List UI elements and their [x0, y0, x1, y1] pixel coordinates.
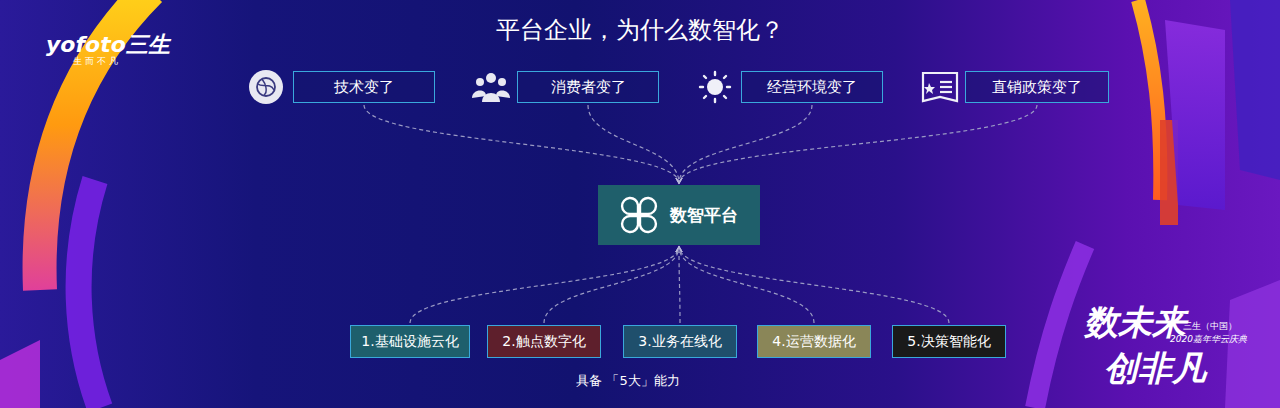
box-label: 直销政策变了	[992, 78, 1082, 97]
box-label: 数智平台	[670, 204, 738, 227]
title: 平台企业，为什么数智化？	[496, 14, 784, 46]
dashed-connector	[679, 247, 949, 323]
blue-bar	[1230, 0, 1280, 180]
dashed-connector	[679, 105, 1037, 183]
platform-box: 数智平台	[598, 185, 760, 245]
box-label: 4.运营数据化	[772, 333, 855, 351]
dashed-connector	[679, 247, 814, 323]
box-label: 5.决策智能化	[907, 333, 990, 351]
change-box: 经营环境变了	[741, 71, 883, 103]
orange-bar	[1138, 0, 1160, 200]
box-label: 3.业务在线化	[638, 333, 721, 351]
box-label: 2.触点数字化	[502, 333, 585, 351]
people-icon	[472, 73, 510, 102]
dashed-connector	[544, 247, 679, 323]
purple-arc-right	[1035, 245, 1085, 408]
event-name: 2020嘉年华云庆典	[1170, 333, 1247, 346]
dashed-connector	[679, 247, 680, 323]
box-label: 消费者变了	[551, 78, 626, 97]
corner-band	[0, 340, 40, 408]
capability-box: 3.业务在线化	[623, 325, 737, 358]
dashed-connector	[679, 105, 812, 183]
footer-note: 具备 「5大」能力	[576, 372, 679, 390]
event-slogan: 创非凡	[1104, 346, 1206, 392]
book-icon	[923, 73, 957, 101]
dashed-connector	[410, 247, 679, 323]
purple-bar	[1165, 20, 1225, 210]
change-box: 技术变了	[293, 71, 435, 103]
event-name: 三生（中国）	[1183, 320, 1237, 333]
capability-box: 2.触点数字化	[487, 325, 601, 358]
logo-slogan: 生 而 不 凡	[73, 55, 118, 68]
box-label: 经营环境变了	[767, 78, 857, 97]
clover-icon	[620, 196, 658, 234]
globe-icon	[249, 70, 283, 104]
dashed-connector	[588, 105, 679, 183]
sun-icon	[700, 72, 730, 102]
logo-text: yofoto三生	[46, 30, 170, 60]
purple-arc	[79, 180, 100, 408]
change-box: 直销政策变了	[965, 71, 1109, 103]
capability-box: 1.基础设施云化	[350, 325, 470, 358]
capability-box: 5.决策智能化	[892, 325, 1006, 358]
box-label: 技术变了	[334, 78, 394, 97]
dashed-connector	[364, 105, 679, 183]
capability-box: 4.运营数据化	[757, 325, 871, 358]
change-box: 消费者变了	[517, 71, 659, 103]
box-label: 1.基础设施云化	[361, 333, 458, 351]
